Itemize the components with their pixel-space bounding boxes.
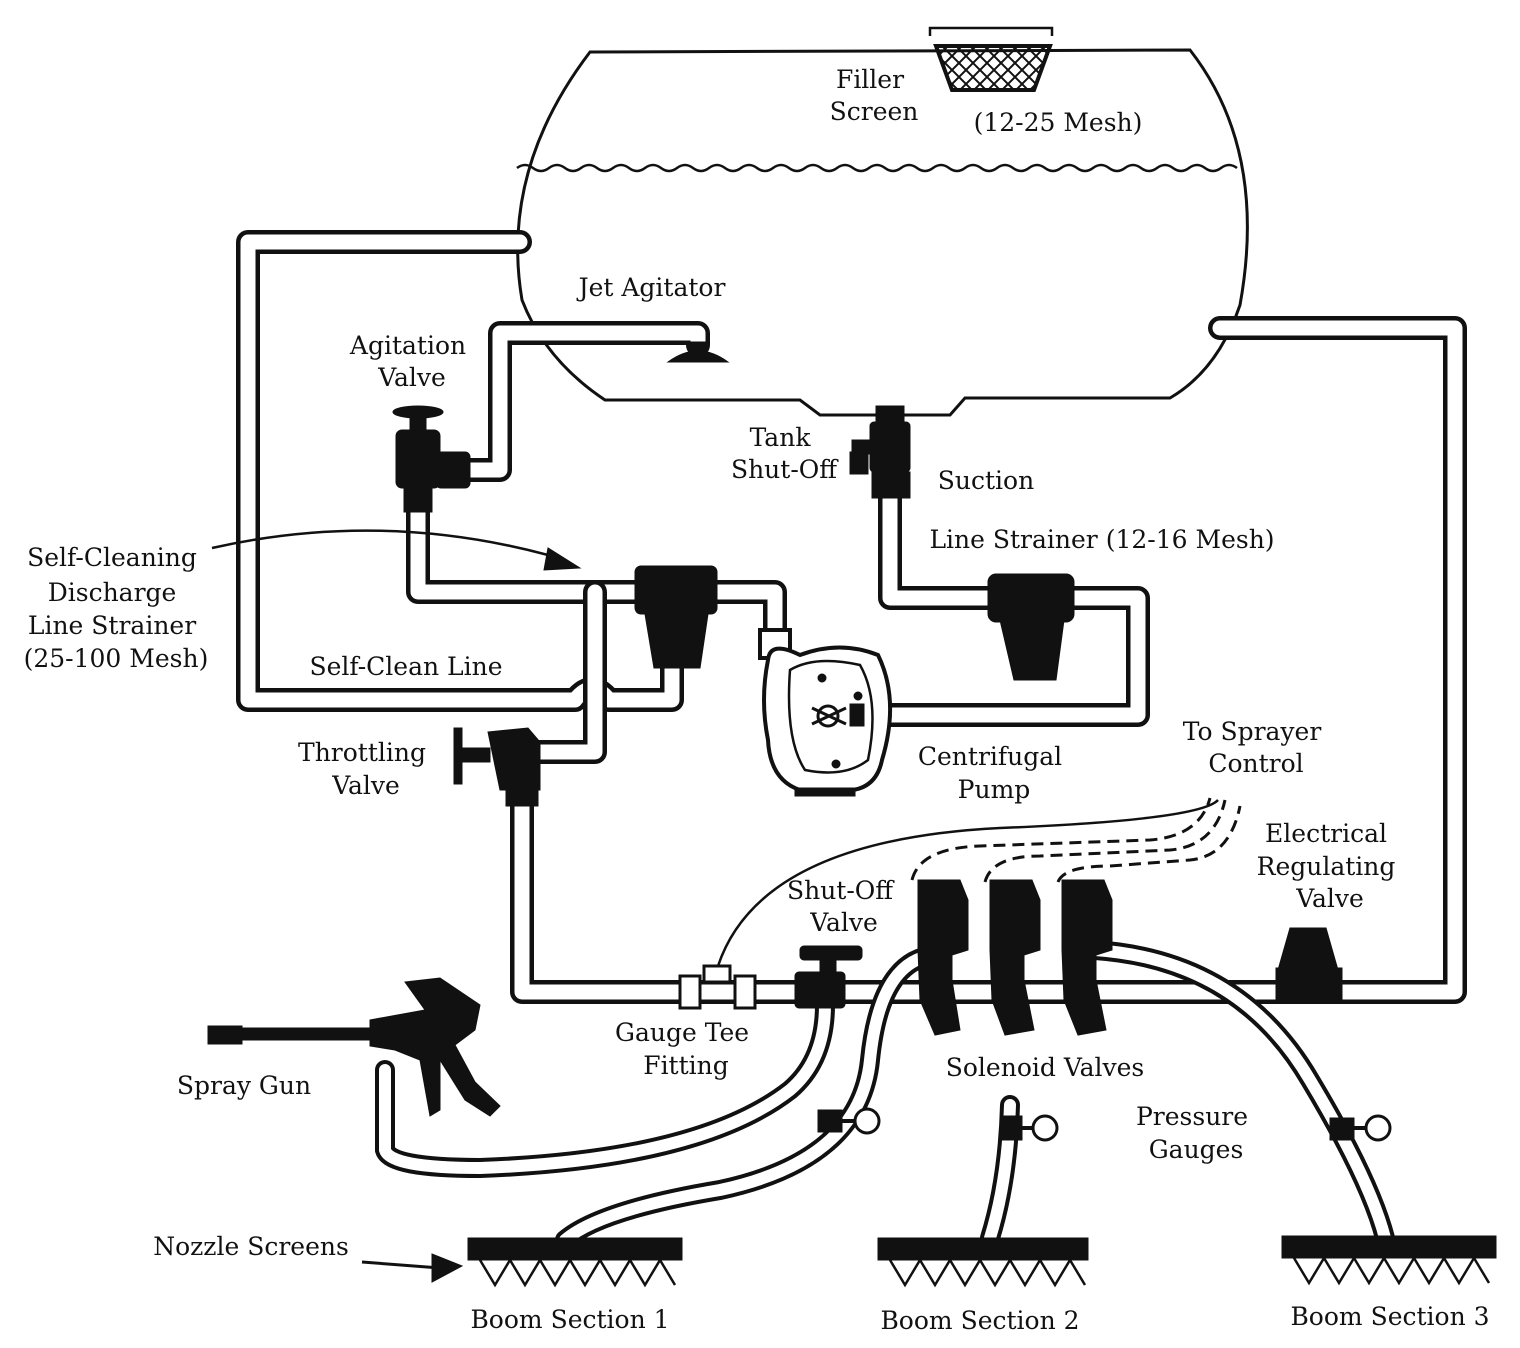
pressure-gauge-icon (817, 1107, 881, 1135)
label-tank-shutoff: Tank Shut-Off (731, 423, 839, 484)
label-suction: Suction (938, 466, 1034, 495)
gauge-tee-fitting-icon (678, 964, 757, 1010)
liquid-level (516, 163, 1238, 173)
label-to-sprayer-control: To Sprayer Control (1183, 717, 1330, 778)
solenoid-valve-icon (917, 879, 969, 1036)
control-wires (716, 797, 1242, 967)
label-throttling-valve: Throttling Valve (298, 738, 434, 800)
boom-section-3-icon (1281, 1235, 1497, 1286)
jet-agitator-icon (666, 341, 730, 363)
spray-gun-icon (207, 977, 501, 1117)
label-jet-agitator: Jet Agitator (576, 273, 726, 302)
solenoid-valve-icon (989, 879, 1041, 1036)
boom-section-2-icon (877, 1237, 1089, 1288)
pressure-gauge-icon (1329, 1114, 1392, 1142)
label-self-clean-line: Self-Clean Line (309, 652, 502, 681)
boom-section-1-icon (467, 1237, 683, 1288)
centrifugal-pump-icon (758, 628, 893, 797)
label-nozzle-screens: Nozzle Screens (153, 1232, 349, 1261)
solenoid-valve-icon (1061, 879, 1113, 1036)
label-filler-mesh: (12-25 Mesh) (974, 108, 1143, 137)
shutoff-valve-icon (794, 945, 863, 1009)
filler-screen-icon (928, 26, 1054, 92)
agitation-valve-icon (392, 405, 471, 513)
label-self-cleaning-strainer: Self-Cleaning Discharge Line Strainer (2… (24, 543, 209, 673)
strainer-pointer-arrow (211, 529, 582, 571)
hoses (375, 940, 1395, 1250)
label-boom-section-1: Boom Section 1 (470, 1305, 669, 1334)
label-gauge-tee-fitting: Gauge Tee Fitting (615, 1018, 757, 1080)
label-filler-screen: Filler Screen (830, 65, 919, 126)
label-spray-gun: Spray Gun (177, 1071, 311, 1100)
tank-shutoff-valve-icon (849, 405, 911, 499)
label-shutoff-valve: Shut-Off Valve (787, 876, 901, 937)
label-electrical-regulating-valve: Electrical Regulating Valve (1257, 819, 1404, 913)
label-pressure-gauges: Pressure Gauges (1136, 1102, 1256, 1164)
label-agitation-valve: Agitation Valve (349, 331, 474, 392)
label-boom-section-3: Boom Section 3 (1290, 1302, 1489, 1331)
throttling-valve-icon (453, 727, 541, 807)
line-strainer-icon (987, 573, 1075, 681)
regulating-valve-icon (1275, 927, 1343, 1003)
pressure-gauge-icon (999, 1114, 1059, 1142)
plumbing (236, 230, 1467, 1004)
label-boom-section-2: Boom Section 2 (880, 1306, 1079, 1335)
discharge-strainer-icon (634, 565, 718, 669)
label-line-strainer: Line Strainer (12-16 Mesh) (929, 525, 1274, 554)
label-centrifugal-pump: Centrifugal Pump (918, 742, 1070, 804)
nozzle-screen-pointer-arrow (361, 1253, 464, 1283)
label-solenoid-valves: Solenoid Valves (946, 1053, 1144, 1082)
